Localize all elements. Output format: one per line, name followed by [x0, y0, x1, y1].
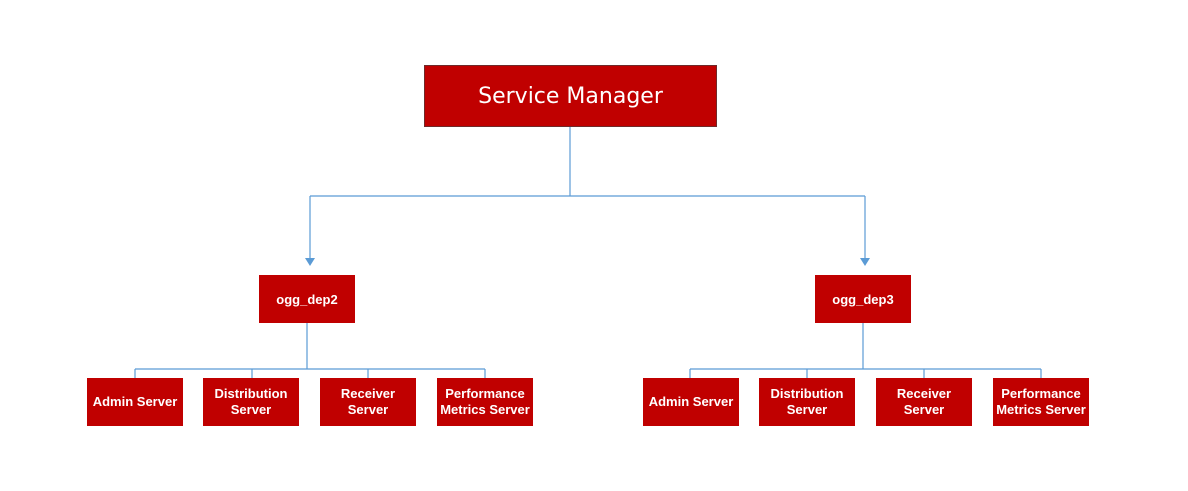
receiver-server-node: Receiver Server — [320, 378, 416, 426]
server-label: Performance Metrics Server — [440, 386, 530, 417]
distribution-server-node: Distribution Server — [203, 378, 299, 426]
admin-server-node: Admin Server — [643, 378, 739, 426]
deployment-node-ogg-dep2: ogg_dep2 — [259, 275, 355, 323]
arrowhead-dep2 — [305, 258, 315, 266]
service-manager-label: Service Manager — [478, 83, 663, 109]
performance-metrics-server-node: Performance Metrics Server — [437, 378, 533, 426]
server-label: Performance Metrics Server — [996, 386, 1086, 417]
performance-metrics-server-node: Performance Metrics Server — [993, 378, 1089, 426]
server-label: Admin Server — [92, 394, 178, 409]
service-manager-node: Service Manager — [424, 65, 717, 127]
server-label: Admin Server — [648, 394, 734, 409]
server-label: Distribution Server — [214, 386, 288, 417]
server-label: Distribution Server — [770, 386, 844, 417]
server-label: Receiver Server — [896, 386, 952, 417]
arrowhead-dep3 — [860, 258, 870, 266]
deployment-label: ogg_dep3 — [832, 291, 894, 307]
deployment-label: ogg_dep2 — [276, 291, 338, 307]
admin-server-node: Admin Server — [87, 378, 183, 426]
receiver-server-node: Receiver Server — [876, 378, 972, 426]
deployment-node-ogg-dep3: ogg_dep3 — [815, 275, 911, 323]
server-label: Receiver Server — [340, 386, 396, 417]
distribution-server-node: Distribution Server — [759, 378, 855, 426]
